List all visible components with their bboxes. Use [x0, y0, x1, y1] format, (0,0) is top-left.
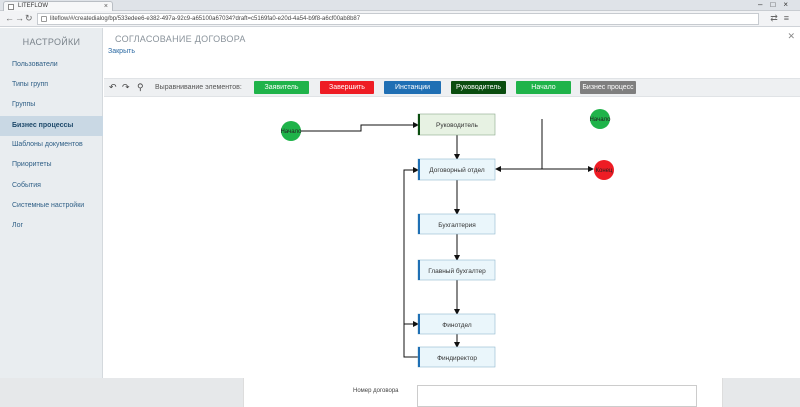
edge-start-right-to-contract [495, 119, 543, 172]
legend-manager-button[interactable]: Руководитель [451, 81, 506, 94]
forward-icon[interactable]: → [15, 13, 24, 23]
browser-tab[interactable]: LITEFLOW × [3, 1, 113, 11]
diagram-toolbar: ↶ ↷ ⚲ Выравнивание элементов: Заявитель … [104, 78, 800, 97]
sidebar-item-log[interactable]: Лог [12, 222, 24, 229]
redo-icon[interactable]: ↷ [122, 82, 130, 92]
node-accounting-accent [418, 214, 420, 234]
back-icon[interactable]: ← [5, 13, 14, 23]
sidebar-item-document-templates[interactable]: Шаблоны документов [12, 141, 83, 148]
url-text: liteflow/#/createdialog/bp/533edee6-e382… [50, 16, 361, 22]
node-chief-accent [418, 260, 420, 280]
legend-instances-button[interactable]: Инстанции [384, 81, 441, 94]
contract-number-label: Номер договора [353, 388, 399, 394]
node-chief-accountant-label: Главный бухгалтер [428, 267, 486, 275]
contract-number-field[interactable] [417, 385, 697, 407]
zoom-icon[interactable]: ⚲ [137, 82, 144, 92]
undo-icon[interactable]: ↶ [109, 82, 117, 92]
legend-finish-button[interactable]: Завершить [320, 81, 374, 94]
node-manager-label: Руководитель [436, 122, 478, 129]
sidebar-item-system-settings[interactable]: Системные настройки [12, 202, 85, 209]
node-fin-director-accent [418, 347, 420, 367]
end-node[interactable] [594, 160, 614, 180]
diagram-svg: Начало Начало Конец Руководитель Договор… [281, 109, 614, 368]
close-tab-icon[interactable]: × [103, 3, 108, 10]
diagram-canvas[interactable]: Начало Начало Конец Руководитель Договор… [104, 98, 800, 378]
edge-findir-loop-to-contract [403, 167, 419, 358]
reload-icon[interactable]: ↻ [25, 13, 33, 23]
node-accounting-label: Бухгалтерия [438, 222, 476, 229]
address-bar: ← → ↻ liteflow/#/createdialog/bp/533edee… [0, 11, 800, 27]
node-fin-dept-label: Финотдел [442, 322, 472, 329]
start-node-right[interactable] [590, 109, 610, 129]
sidebar-title: НАСТРОЙКИ [22, 37, 81, 47]
start-node-right-label: Начало [590, 117, 612, 123]
node-fin-dept-accent [418, 314, 420, 334]
close-dialog-icon[interactable]: ✕ [787, 31, 795, 41]
sidebar-item-users[interactable]: Пользователи [12, 61, 58, 68]
align-label: Выравнивание элементов: [155, 84, 242, 91]
legend-applicant-button[interactable]: Заявитель [254, 81, 309, 94]
window-controls[interactable]: –□× [758, 0, 796, 9]
start-node-left-label: Начало [281, 129, 303, 135]
sidebar-item-events[interactable]: События [12, 182, 41, 189]
close-link[interactable]: Закрыть [108, 48, 135, 55]
sidebar-item-group-types[interactable]: Типы групп [12, 81, 49, 88]
node-manager-accent [418, 114, 420, 135]
browser-titlebar: LITEFLOW × –□× [0, 0, 800, 11]
browser-menu-icons[interactable]: ⇄≡ [770, 13, 795, 23]
url-field[interactable]: liteflow/#/createdialog/bp/533edee6-e382… [37, 13, 759, 25]
node-fin-director-label: Финдиректор [437, 355, 477, 362]
page-info-icon [41, 16, 47, 22]
legend-business-process-button[interactable]: Бизнес процесс [580, 81, 636, 94]
sidebar-item-priorities[interactable]: Приоритеты [12, 161, 52, 168]
page-title: СОГЛАСОВАНИЕ ДОГОВОРА [115, 34, 246, 44]
page-icon [8, 4, 14, 10]
end-node-label: Конец [596, 168, 613, 174]
node-contract-accent [418, 159, 420, 180]
legend-start-button[interactable]: Начало [516, 81, 571, 94]
edge-start-to-manager [301, 122, 419, 132]
sidebar-item-groups[interactable]: Группы [12, 101, 36, 108]
tab-title: LITEFLOW [18, 3, 49, 9]
start-node-left[interactable] [281, 121, 301, 141]
node-contract-dept-label: Договорный отдел [429, 166, 485, 174]
sidebar: НАСТРОЙКИ Пользователи Типы групп Группы… [0, 28, 103, 407]
sidebar-item-business-processes[interactable]: Бизнес процессы [0, 116, 103, 136]
